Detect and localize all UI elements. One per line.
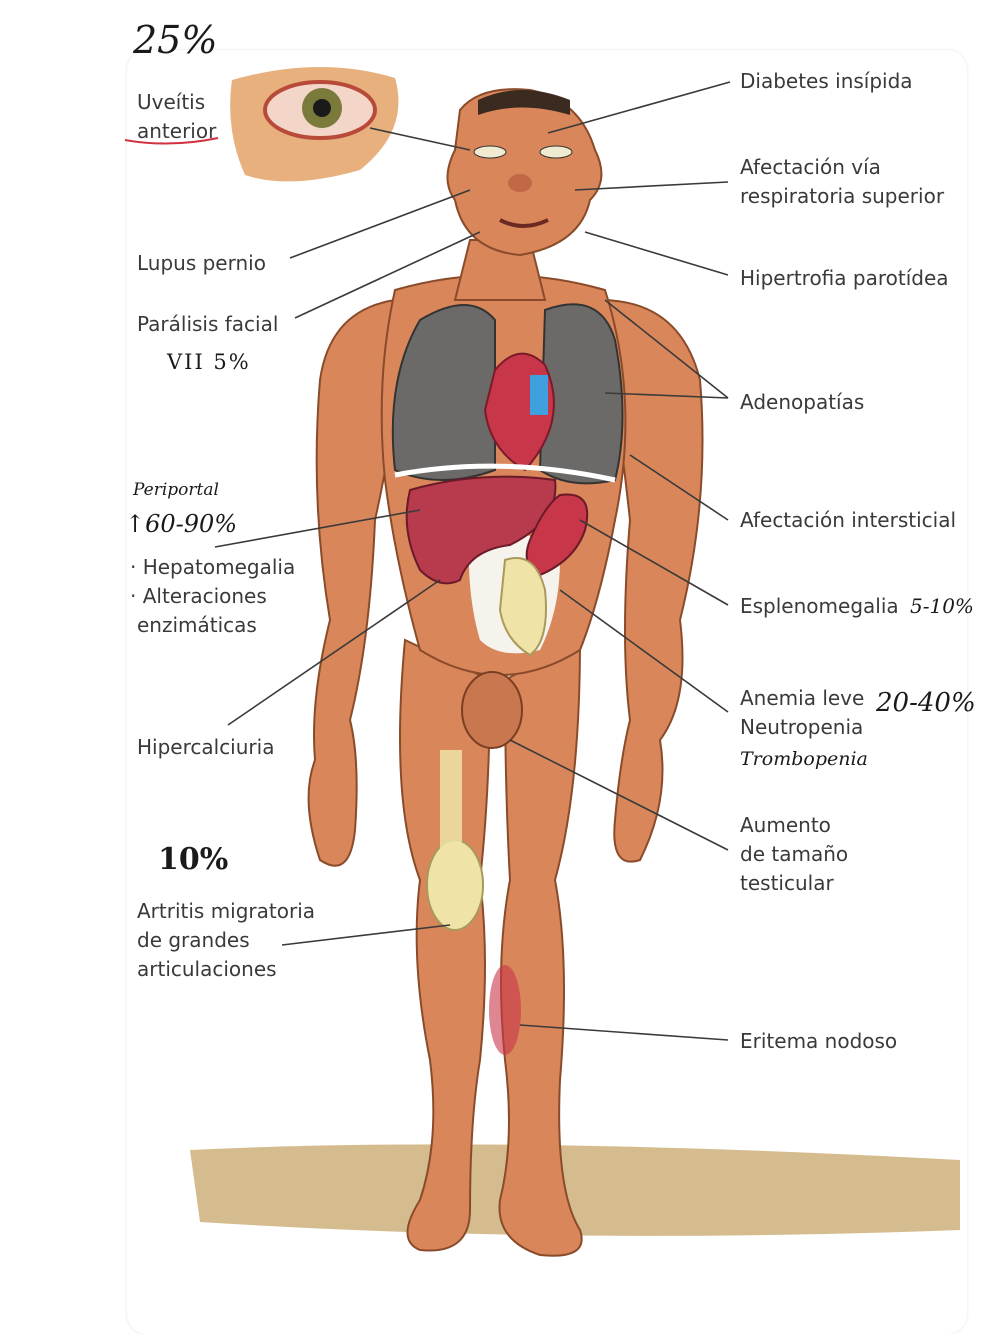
label-artritis: Artritis migratoria de grandes articulac… [137,897,315,984]
aorta [530,375,548,415]
note-uveitis-pct: 25% [133,18,217,62]
label-diabetes-insipida: Diabetes insípida [740,67,913,96]
note-artritis-pct: 10% [158,842,228,877]
label-adenopatias: Adenopatías [740,388,864,417]
head [448,89,602,255]
femur [440,750,462,860]
label-afectacion-line1: Afectación vía [740,153,944,182]
label-paralisis-facial: Parálisis facial [137,310,278,339]
note-facial-pct: VII 5% [167,350,251,374]
label-anemia-line2: Neutropenia [740,713,864,742]
label-lupus-pernio: Lupus pernio [137,249,266,278]
label-uveitis-line2: anterior [137,117,216,146]
note-esplen-pct: 5-10% [910,594,974,618]
label-aumento-testicular: Aumento de tamaño testicular [740,811,848,898]
label-afectacion-via: Afectación vía respiratoria superior [740,153,944,211]
label-artritis-line1: Artritis migratoria [137,897,315,926]
note-anemia-pct: 20-40% [876,688,976,718]
label-anemia: Anemia leve Neutropenia [740,684,864,742]
label-testicular-line3: testicular [740,869,848,898]
label-hepato-line3: enzimáticas [130,611,295,640]
label-uveitis-line1: Uveítis [137,88,216,117]
label-anemia-line1: Anemia leve [740,684,864,713]
label-hipercalciuria: Hipercalciuria [137,733,274,762]
testicle [462,672,522,748]
label-testicular-line2: de tamaño [740,840,848,869]
label-uveitis: Uveítis anterior [137,88,216,146]
label-artritis-line3: articulaciones [137,955,315,984]
note-trombopenia: Trombopenia [740,748,868,770]
label-afectacion-intersticial: Afectación intersticial [740,506,956,535]
label-hepatomegalia: · Hepatomegalia · Alteraciones enzimátic… [130,553,295,640]
note-periportal: Periportal [133,480,219,500]
label-hepato-line2: · Alteraciones [130,582,295,611]
label-hepato-line1: · Hepatomegalia [130,553,295,582]
label-afectacion-line2: respiratoria superior [740,182,944,211]
label-eritema-nodoso: Eritema nodoso [740,1027,897,1056]
note-hepato-pct: ↑60-90% [125,510,237,538]
label-artritis-line2: de grandes [137,926,315,955]
eye-inset [230,67,398,181]
label-testicular-line1: Aumento [740,811,848,840]
erythema-patch [489,965,521,1055]
label-esplenomegalia: Esplenomegalia [740,592,899,621]
label-hipertrofia-parotidea: Hipertrofia parotídea [740,264,949,293]
